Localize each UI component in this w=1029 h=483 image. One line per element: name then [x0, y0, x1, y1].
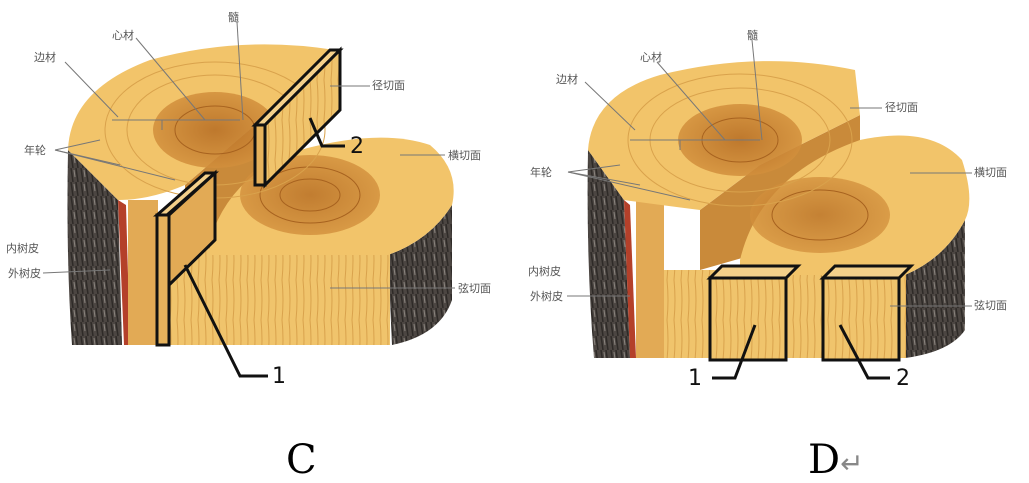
- label-tangential-c: 弦切面: [458, 282, 491, 295]
- callout-line-2-c: [308, 117, 345, 148]
- number-1-d: 1: [688, 366, 702, 391]
- callout-line-1-d: [712, 324, 757, 380]
- plank-1-c: [153, 169, 219, 347]
- heartwood-upper-c: [153, 92, 277, 168]
- diagram-c: [42, 21, 455, 378]
- number-2-c: 2: [350, 134, 364, 159]
- plank-1-d: [706, 264, 802, 362]
- label-cross-c: 横切面: [448, 149, 481, 162]
- bark-left-d: [587, 150, 630, 358]
- plank-2-d: [819, 264, 915, 362]
- label-outer-bark-c: 外树皮: [8, 267, 41, 280]
- label-radial-c: 径切面: [372, 79, 405, 92]
- label-rings-c: 年轮: [24, 144, 46, 157]
- label-outer-bark-d: 外树皮: [530, 290, 563, 303]
- label-inner-bark-c: 内树皮: [6, 242, 39, 255]
- label-heartwood-c: 心材: [112, 29, 134, 42]
- number-2-d: 2: [896, 366, 910, 391]
- caption-d-letter: D: [808, 437, 841, 483]
- label-rings-d: 年轮: [530, 166, 552, 179]
- inner-bark-d: [624, 200, 636, 358]
- callout-line-1-c: [183, 264, 268, 378]
- leader-lines-c: [42, 21, 455, 289]
- label-radial-d: 径切面: [885, 101, 918, 114]
- label-cross-d: 横切面: [974, 166, 1007, 179]
- callout-line-2-d: [838, 324, 890, 380]
- label-inner-bark-d: 内树皮: [528, 265, 561, 278]
- inner-bark-c: [118, 200, 130, 345]
- caption-d: D↵: [808, 440, 864, 480]
- diagram-d: [567, 39, 972, 380]
- label-tangential-d: 弦切面: [974, 299, 1007, 312]
- label-sapwood-d: 边材: [556, 73, 578, 86]
- bark-left-c: [67, 150, 122, 345]
- number-1-c: 1: [272, 364, 286, 389]
- label-heartwood-d: 心材: [640, 51, 662, 64]
- sapwood-band-c: [128, 200, 158, 345]
- caption-c: C: [286, 437, 317, 483]
- bark-right-d: [905, 220, 965, 358]
- return-mark: ↵: [840, 447, 864, 480]
- leader-lines-d: [567, 39, 972, 307]
- label-pith-d: 髓: [747, 29, 758, 42]
- sapwood-band-d: [636, 200, 664, 358]
- plank-2-c: [251, 46, 344, 189]
- label-sapwood-c: 边材: [34, 51, 56, 64]
- heartwood-lower-d: [750, 177, 890, 253]
- label-pith-c: 髓: [228, 11, 239, 24]
- bark-right-c: [388, 205, 452, 345]
